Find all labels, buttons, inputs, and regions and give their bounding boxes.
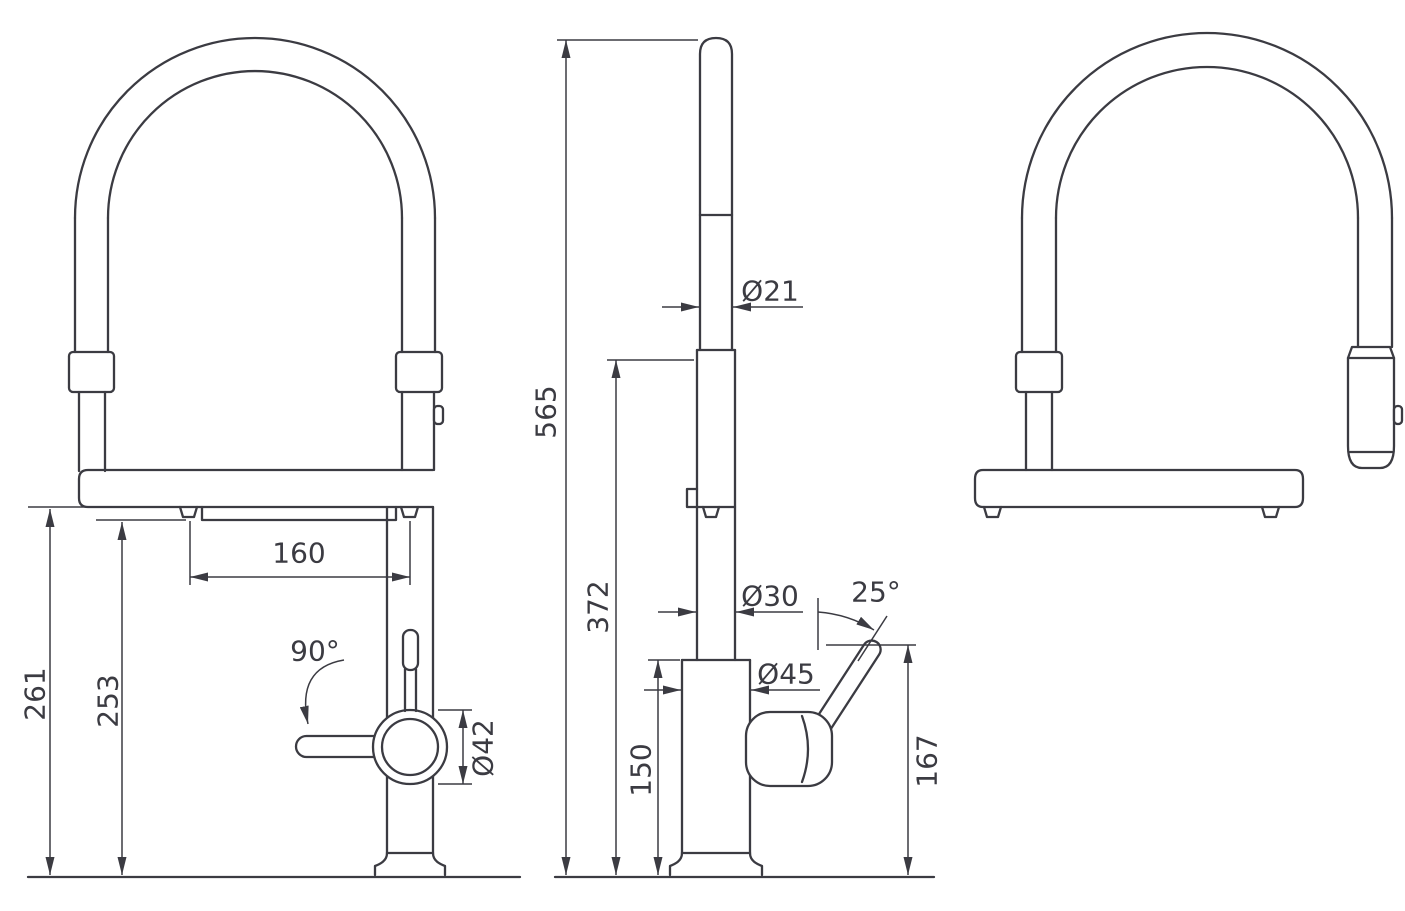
swivel-arc-90 (299, 659, 345, 725)
wand-face-step (200, 505, 398, 522)
spray-wand-docked (77, 390, 107, 473)
angle-ref-lever-axis (857, 615, 888, 662)
spout-body (973, 468, 1305, 509)
hose-right-leg (1356, 216, 1394, 349)
angle-arc-25 (817, 611, 875, 631)
hose-arc-inner (1054, 65, 1360, 220)
hose-arc-outer (1020, 31, 1394, 220)
aerator-nub-left (982, 505, 1003, 519)
spray-wand (698, 36, 734, 352)
dim-swivel-angle-label: 90° (290, 635, 340, 668)
dim-handle-diameter-label: Ø42 (467, 719, 500, 777)
dim-hose-diameter-label: Ø21 (741, 275, 799, 308)
aerator-nub-right (399, 505, 420, 519)
dim-base-diameter-label: Ø45 (757, 658, 815, 691)
side-view: 565 372 Ø21 Ø30 Ø45 150 25° 167 (530, 36, 944, 879)
column-upper (400, 390, 436, 472)
hose-left-leg (73, 216, 110, 354)
spray-head (1346, 345, 1396, 470)
aerator-nub (701, 505, 721, 519)
hose-left-collar (1014, 350, 1064, 394)
dim-base-height-label: 150 (625, 743, 658, 796)
dim-lever-height-label: 167 (911, 734, 944, 787)
aerator-nub-right (1260, 505, 1281, 519)
dim-spout-reach-label: 160 (272, 537, 325, 570)
hose-arc-outer (73, 36, 437, 220)
dim-total-height-label: 565 (530, 385, 563, 438)
column (385, 505, 435, 855)
hose-left-collar (67, 350, 116, 394)
spray-button (432, 404, 445, 426)
base-flare (668, 851, 764, 877)
dim-body-diameter-label: Ø30 (741, 580, 799, 613)
body-column (695, 348, 737, 662)
hose-right-collar (394, 350, 444, 394)
dim-upper-height-label: 372 (582, 580, 615, 633)
aerator-nub-left (178, 505, 199, 519)
handle-pin (401, 628, 420, 672)
handle-outer-circle (371, 708, 449, 786)
hose-arc-inner (106, 69, 404, 220)
base-cylinder (680, 658, 752, 855)
handle-seam (800, 714, 810, 784)
back-view (973, 31, 1404, 519)
column-upper (1024, 390, 1054, 472)
handle-stem (403, 667, 418, 713)
dim-height-left-label: 261 (19, 667, 52, 720)
hose-left-leg (1020, 216, 1058, 354)
spout-body (77, 468, 435, 509)
hose-right-leg (400, 216, 437, 354)
handle-inner-circle (380, 717, 440, 777)
spray-button (1392, 404, 1404, 426)
spout-lip (685, 487, 699, 509)
dim-height-right-label: 253 (92, 674, 125, 727)
front-view: 160 90° 261 253 Ø42 (19, 36, 522, 879)
handle-body (744, 710, 834, 788)
dim-lever-angle-label: 25° (851, 576, 901, 609)
base-flare (373, 851, 447, 877)
